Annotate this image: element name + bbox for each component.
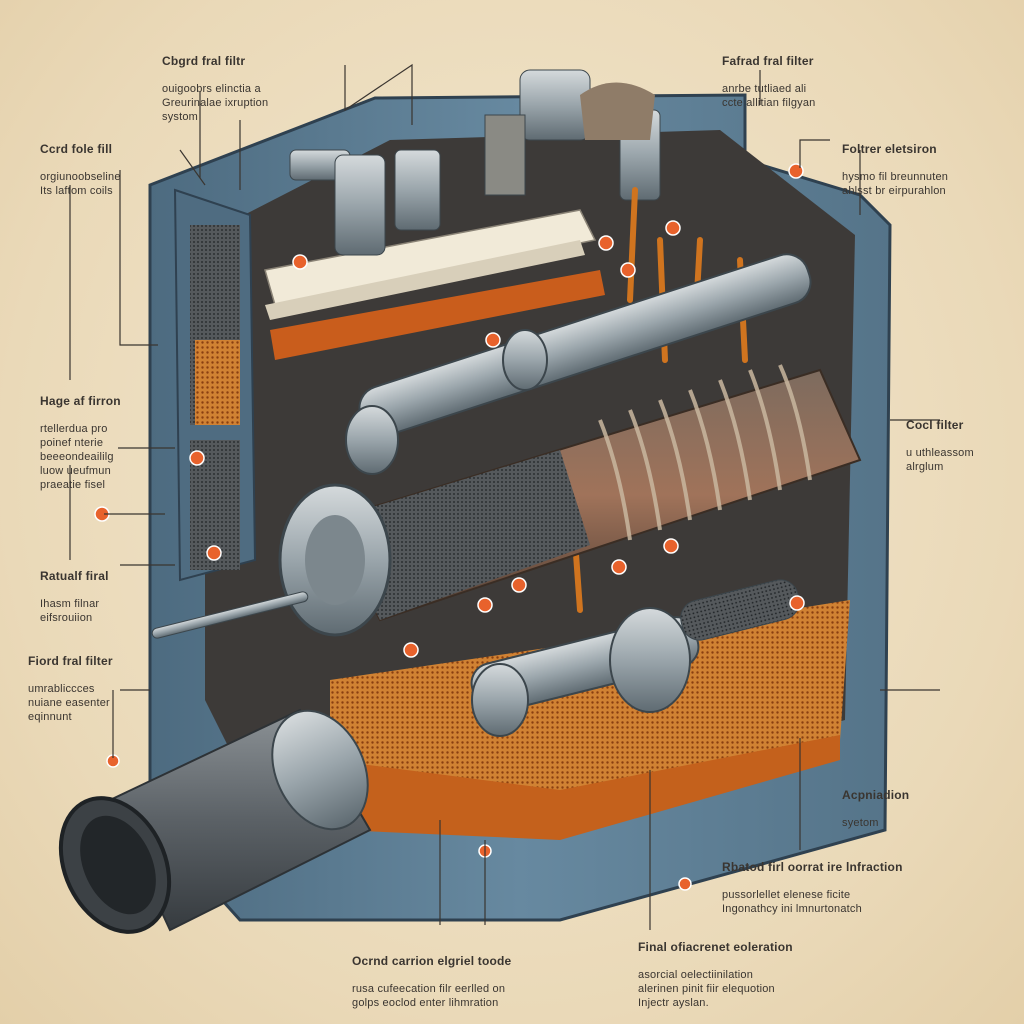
label-top-left: Cbgrd fral filtr ouigoobrs elinctia a Gr… (162, 40, 268, 138)
label-right-low-title: Acpniadion (842, 788, 910, 802)
sediment-floor-front (330, 735, 840, 840)
label-right-mid-title: Cocl filter (906, 418, 964, 432)
label-upper-right-body: hysmo fil breunnuten ahlsst br eirpurahl… (842, 171, 949, 197)
label-upper-left: Ccrd fole fill orgiunoobseline Its lafto… (40, 128, 121, 212)
label-top-left-body: ouigoobrs elinctia a Greurinalae ixrupti… (162, 83, 269, 123)
label-lower-left-b-body: umrabliccces nuiane easenter eqinnunt (28, 683, 110, 723)
label-right-low-body: syetom (842, 817, 879, 829)
leader-lines (69, 63, 940, 930)
sediment-floor (330, 600, 850, 810)
label-mid-left-body: rtellerdua pro poinef nterie beeeondeail… (40, 423, 114, 491)
label-top-center: Fafrad fral filter anrbe tutliaed ali cc… (722, 40, 815, 124)
label-upper-left-body: orgiunoobseline Its laftom coils (40, 171, 121, 197)
label-lower-left-a-body: Ihasm filnar eifsrouiion (40, 598, 100, 624)
inlet-rod (151, 591, 309, 639)
label-mid-left: Hage af firron rtellerdua pro poinef nte… (40, 380, 121, 506)
label-bottom-center-body: rusa cufeecation filr eerlled on golps e… (352, 983, 506, 1009)
lower-gear-assembly (470, 579, 800, 737)
label-upper-right: Foltrer eletsiron hysmo fil breunnuten a… (842, 128, 948, 212)
label-upper-right-title: Foltrer eletsiron (842, 142, 937, 156)
label-upper-left-title: Ccrd fole fill (40, 142, 113, 156)
label-right-mid-body: u uthleassom alrglum (906, 447, 974, 473)
label-top-left-title: Cbgrd fral filtr (162, 54, 246, 68)
label-bottom-right2-body: asorcial oelectiinilation alerinen pinit… (638, 969, 775, 1009)
top-filter-plates (264, 209, 605, 360)
left-media-rust (195, 340, 240, 425)
label-lower-left-a-title: Ratualf firal (40, 569, 109, 583)
label-top-center-body: anrbe tutliaed ali ccte allitian filgyan (722, 83, 816, 109)
label-lower-left-b: Fiord fral filter umrabliccces nuiane ea… (28, 640, 113, 738)
label-bottom-center-title: Ocrnd carrion elgriel toode (352, 954, 512, 968)
label-bottom-center: Ocrnd carrion elgriel toode rusa cufeeca… (352, 940, 511, 1024)
top-valve-assembly (289, 69, 661, 256)
label-mid-left-title: Hage af firron (40, 394, 121, 408)
label-right-low: Acpniadion syetom (842, 774, 909, 844)
label-lower-left-a: Ratualf firal Ihasm filnar eifsrouiion (40, 555, 109, 639)
label-bottom-right-title: Rbatod firl oorrat ire lnfraction (722, 860, 903, 874)
upper-shaft (345, 253, 812, 475)
label-bottom-right2: Final ofiacrenet eoleration asorcial oel… (638, 926, 793, 1024)
label-lower-left-b-title: Fiord fral filter (28, 654, 113, 668)
label-right-mid: Cocl filter u uthleassom alrglum (906, 404, 974, 488)
outlet-pipe (58, 708, 372, 934)
label-bottom-right: Rbatod firl oorrat ire lnfraction pussor… (722, 846, 903, 930)
label-top-center-title: Fafrad fral filter (722, 54, 814, 68)
label-bottom-right2-title: Final ofiacrenet eoleration (638, 940, 793, 954)
label-bottom-right-body: pussorlellet elenese ficite Ingonathcy i… (722, 889, 862, 915)
